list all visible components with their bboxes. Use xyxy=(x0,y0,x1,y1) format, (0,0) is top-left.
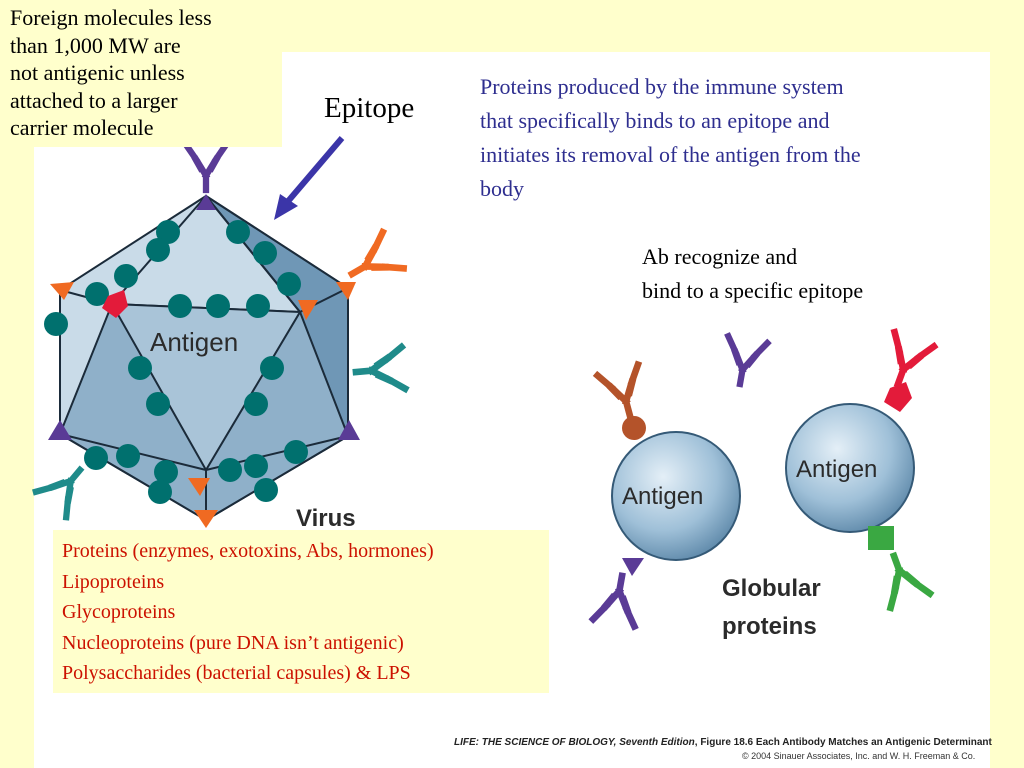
globular-antigen-label-left: Antigen xyxy=(622,483,703,510)
figure-caption: LIFE: THE SCIENCE OF BIOLOGY, Seventh Ed… xyxy=(454,737,992,748)
note-line: carrier molecule xyxy=(10,115,154,140)
globular-protein-left: Antigen xyxy=(611,416,741,576)
antibody-teal-right xyxy=(354,347,405,393)
virus-front-face xyxy=(110,302,302,472)
epitope-orange-marker-3 xyxy=(298,300,318,320)
note-line: not antigenic unless xyxy=(10,60,185,85)
note-line: attached to a larger xyxy=(10,87,178,113)
antibody-purple-bound-glob xyxy=(593,572,642,626)
virus-particle: Antigen xyxy=(44,194,360,528)
epitope-red-marker xyxy=(102,290,128,318)
epitope-label: Epitope xyxy=(324,92,415,124)
globular-label-line1: Globular xyxy=(722,575,821,602)
virus-label: Virus xyxy=(296,505,356,532)
caption-source-title: LIFE: THE SCIENCE OF BIOLOGY, Seventh Ed… xyxy=(454,737,695,748)
epitope-purple-marker-right xyxy=(338,420,360,440)
antibody-teal-lower-left xyxy=(36,457,95,517)
antibody-definition: Proteins produced by the immune system t… xyxy=(480,70,980,206)
globular-protein-right: Antigen xyxy=(785,382,915,550)
binding-line: Ab recognize and xyxy=(642,244,798,269)
note-box: Foreign molecules less than 1,000 MW are… xyxy=(0,0,282,147)
antibody-purple-free xyxy=(721,336,768,387)
caption-figure-ref: , Figure 18.6 Each Antibody Matches an A… xyxy=(694,737,992,748)
epitope-brown-marker xyxy=(622,416,646,440)
note-line: Foreign molecules less xyxy=(10,5,212,30)
epitope-red-pentagon xyxy=(884,382,912,412)
epitope-purple-marker-top xyxy=(196,194,216,210)
definition-line: initiates its removal of the antigen fro… xyxy=(480,142,861,167)
globular-label-line2: proteins xyxy=(722,613,817,640)
virus-antigen-label: Antigen xyxy=(150,327,238,357)
epitope-green-square xyxy=(868,526,894,550)
epitope-orange-marker-4 xyxy=(188,478,210,496)
copyright-notice: © 2004 Sinauer Associates, Inc. and W. H… xyxy=(742,751,976,761)
antibody-brown-bound xyxy=(598,365,651,422)
list-item: Lipoproteins xyxy=(62,570,165,593)
definition-line: body xyxy=(480,176,524,201)
list-item: Glycoproteins xyxy=(62,601,176,623)
definition-line: that specifically binds to an epitope an… xyxy=(480,108,830,133)
antigen-types-list: Proteins (enzymes, exotoxins, Abs, hormo… xyxy=(53,530,549,689)
epitope-arrow xyxy=(274,136,345,220)
list-item: Proteins (enzymes, exotoxins, Abs, hormo… xyxy=(62,540,434,562)
antibody-binding-note: Ab recognize and bind to a specific epit… xyxy=(642,240,962,308)
epitope-orange-marker-5 xyxy=(194,510,218,528)
globular-antigen-sphere-right xyxy=(785,403,915,533)
antibody-red-bound xyxy=(878,332,934,391)
note-line: than 1,000 MW are xyxy=(10,32,181,58)
antibody-purple-top xyxy=(186,145,226,190)
antibody-green-bound xyxy=(874,549,930,608)
epitope-purple-marker-glob xyxy=(622,558,644,576)
epitope-orange-marker-1 xyxy=(50,282,74,300)
note-text: Foreign molecules less than 1,000 MW are… xyxy=(10,4,278,142)
list-item: Polysaccharides (bacterial capsules) & L… xyxy=(62,662,411,684)
epitope-dots xyxy=(44,220,308,504)
globular-antigen-sphere-left xyxy=(611,431,741,561)
epitope-orange-marker-2 xyxy=(336,282,356,300)
epitope-purple-marker-left xyxy=(48,420,72,440)
antigen-types-box: Proteins (enzymes, exotoxins, Abs, hormo… xyxy=(53,530,549,693)
binding-line: bind to a specific epitope xyxy=(642,278,864,303)
list-item: Nucleoproteins (pure DNA isn’t antigenic… xyxy=(62,631,404,654)
globular-antigen-label-right: Antigen xyxy=(796,456,877,483)
definition-line: Proteins produced by the immune system xyxy=(480,74,844,99)
